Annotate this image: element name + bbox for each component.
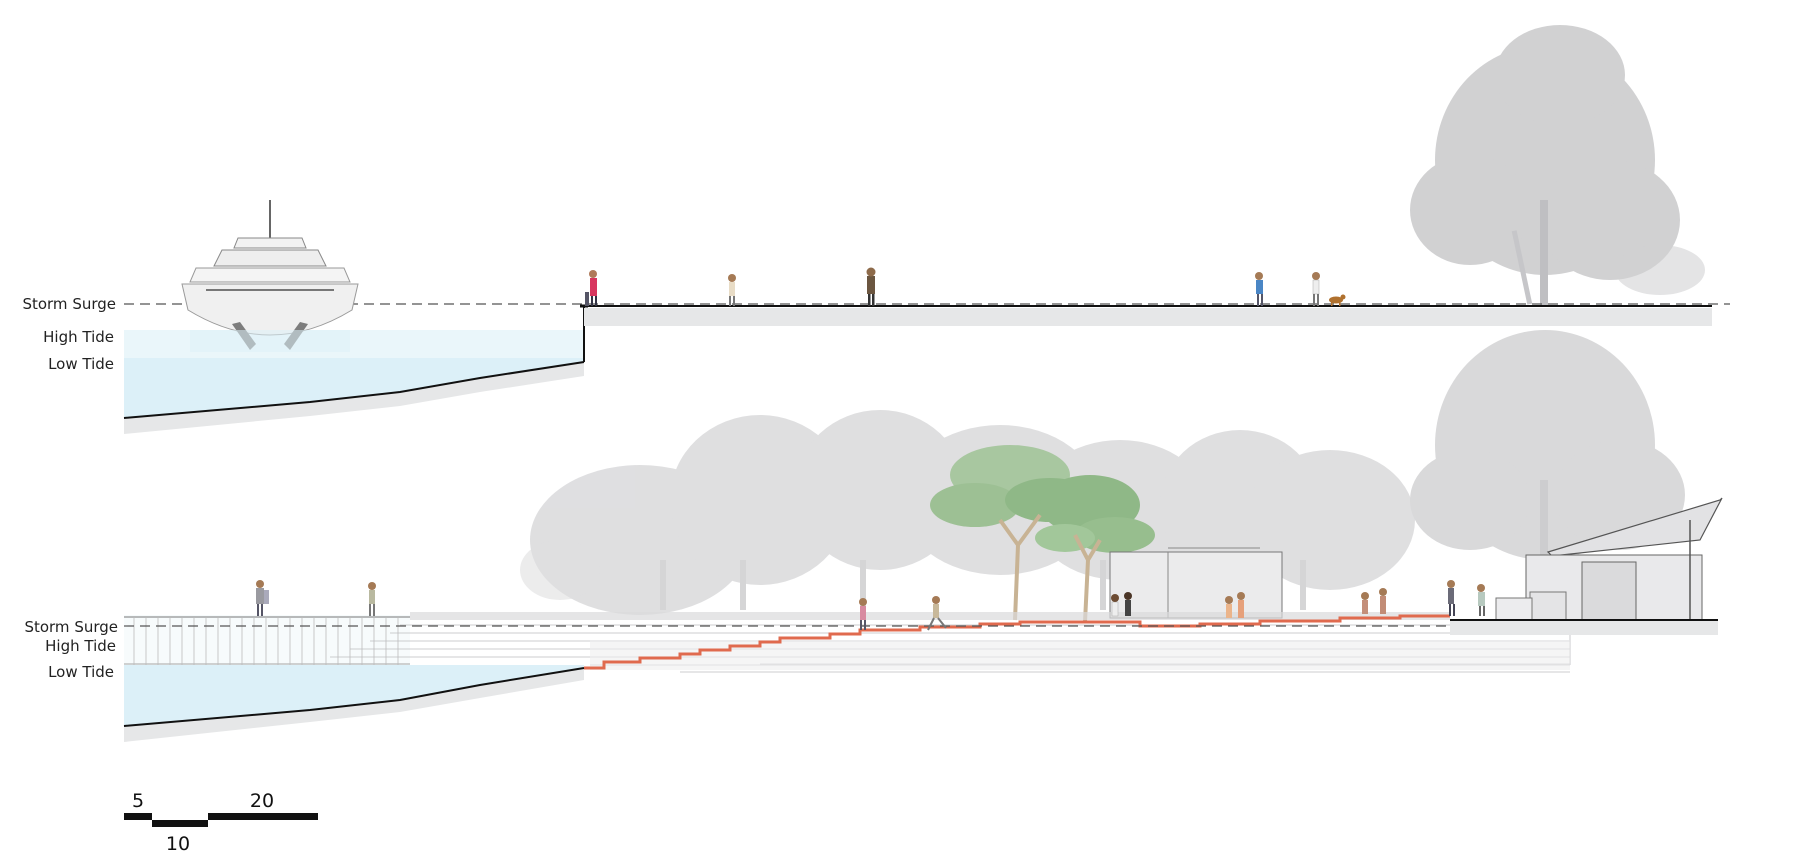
pedestrian-icon	[585, 270, 597, 306]
tree-icon	[520, 330, 1685, 615]
railing-posts	[133, 617, 399, 665]
pedestrian-icon	[1447, 580, 1455, 616]
pedestrian-icon	[866, 267, 876, 306]
low-tide-label: Low Tide	[48, 355, 114, 373]
pedestrian-icon	[256, 580, 269, 616]
proposed-promenade	[410, 612, 1718, 635]
pedestrian-icon	[1255, 272, 1263, 306]
pedestrian-icon	[1312, 272, 1320, 306]
scale-bar: 5 10 20	[124, 790, 318, 855]
pedestrian-icon	[1361, 588, 1387, 614]
pedestrian-icon	[859, 598, 867, 630]
storm-surge-label: Storm Surge	[22, 295, 116, 313]
pedestrian-icon	[1477, 584, 1485, 616]
kiosk-icon	[1109, 547, 1283, 619]
pedestrian-icon	[1225, 592, 1245, 618]
storm-surge-label: Storm Surge	[24, 618, 118, 636]
low-tide-label: Low Tide	[48, 663, 114, 681]
proposed-section: Storm Surge High Tide Low Tide	[24, 330, 1723, 742]
existing-promenade	[580, 304, 1712, 362]
high-tide-label: High Tide	[43, 328, 114, 346]
proposed-water	[123, 665, 585, 742]
pedestrian-icon	[728, 274, 736, 306]
pedestrian-icon	[1111, 592, 1132, 617]
pedestrian-icon	[927, 596, 947, 631]
scale-tick-20: 20	[250, 790, 274, 812]
pedestrian-icon	[368, 582, 376, 616]
pavilion-icon	[1495, 497, 1723, 621]
dog-icon	[1329, 294, 1346, 306]
scale-tick-5: 5	[132, 790, 144, 812]
tree-icon	[930, 445, 1155, 623]
existing-section: Storm Surge High Tide Low Tide	[22, 25, 1730, 434]
tree-icon	[1410, 25, 1705, 305]
proposed-deck	[124, 615, 410, 665]
red-step-edge	[584, 614, 1450, 670]
scale-tick-10: 10	[166, 833, 190, 855]
yacht-icon	[181, 200, 359, 352]
high-tide-label: High Tide	[45, 637, 116, 655]
